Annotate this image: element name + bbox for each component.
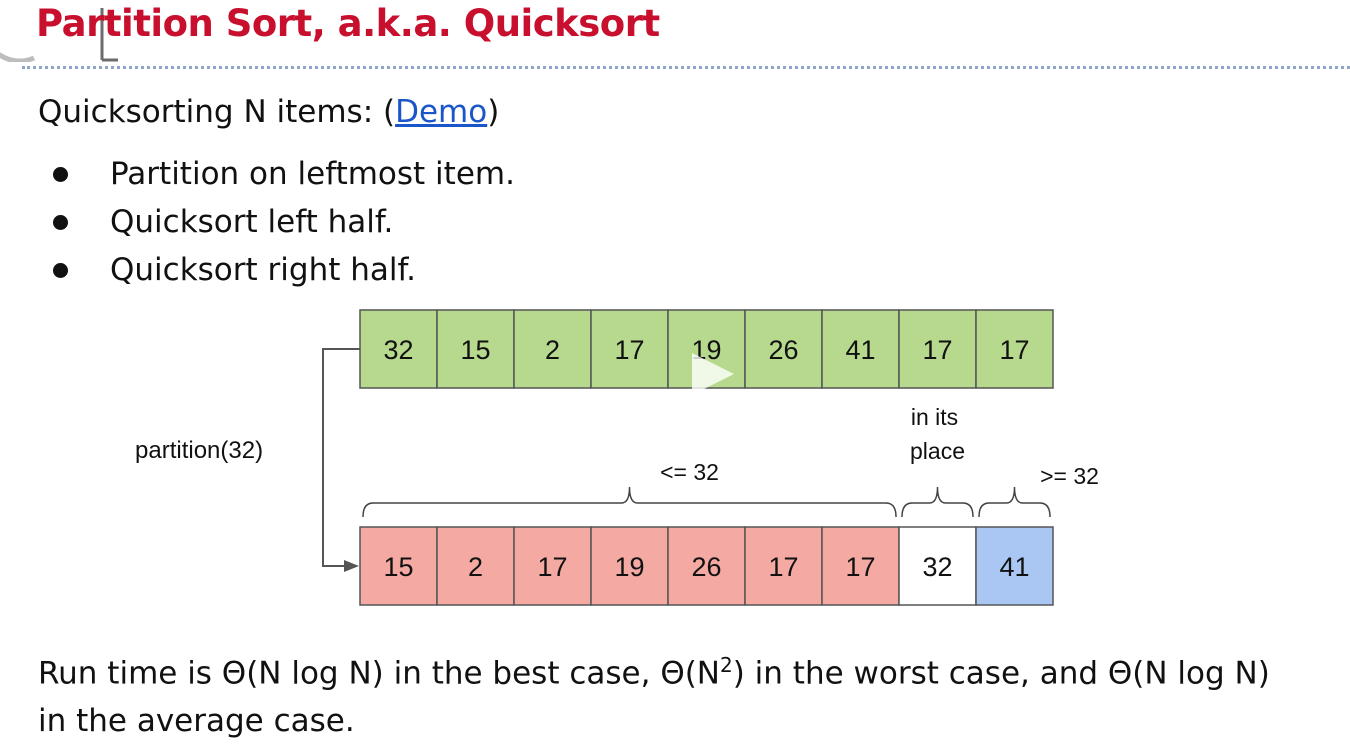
output-array-value: 26 [691,552,721,582]
lte-group-label: <= 32 [660,459,719,485]
output-array-cell [359,526,438,606]
input-array-cell [436,309,515,389]
input-array-value: 15 [460,335,490,365]
output-array-cell [667,526,746,606]
pivot-label-line1: in its [911,404,958,430]
input-array-value: 17 [614,335,644,365]
bullet-text: Quicksort left half. [110,204,394,240]
runtime-line2: in the average case. [38,703,355,740]
output-array-cell [513,526,592,606]
output-array-cell [590,526,669,606]
gte-group-brace [978,486,1051,518]
slide-title: Partition Sort, a.k.a. Quicksort [36,2,660,45]
bullet-dot-icon [53,215,68,230]
input-array-cell [513,309,592,389]
output-array-cell [821,526,900,606]
input-array-value: 41 [845,335,875,365]
input-array-cell [975,309,1054,389]
bullet-text: Quicksort right half. [110,252,416,288]
output-array-value: 2 [468,552,483,582]
pivot-group-brace [901,486,974,518]
output-array-value: 19 [614,552,644,582]
bullet-dot-icon [53,263,68,278]
runtime-line1-start: Run time is Θ(N log N) in the best case,… [38,655,720,692]
arrow-head-icon [344,560,359,572]
output-array-value: 15 [383,552,413,582]
output-array-cell [744,526,823,606]
video-play-icon [692,353,734,395]
intro-text: Quicksorting N items: ( [38,94,396,130]
runtime-exponent: 2 [720,653,733,677]
intro-suffix: ) [487,94,500,130]
demo-link[interactable]: Demo [395,94,488,130]
course-logo-icon [0,8,118,62]
output-array-value: 17 [768,552,798,582]
output-array-cell [436,526,515,606]
input-array-value: 17 [999,335,1029,365]
output-array-cell [975,526,1054,606]
output-array-value: 41 [999,552,1029,582]
bullet-text: Partition on leftmost item. [110,156,515,192]
lte-group-brace [362,486,897,518]
input-array-value: 2 [545,335,560,365]
output-array-value: 17 [537,552,567,582]
output-array-value: 17 [845,552,875,582]
input-array-cell [744,309,823,389]
input-array-value: 26 [768,335,798,365]
input-array-cell [821,309,900,389]
runtime-line1-end: ) in the worst case, and Θ(N log N) [732,655,1270,692]
intro-line: Quicksorting N items: (Demo) [38,94,499,130]
connector-line [322,348,360,567]
output-array-value: 32 [922,552,952,582]
input-array-value: 17 [922,335,952,365]
input-array-cell [590,309,669,389]
gte-group-label: >= 32 [1040,463,1099,489]
runtime-text: Run time is Θ(N log N) in the best case,… [38,641,1270,745]
pivot-label-line2: place [910,438,965,464]
partition-label: partition(32) [135,437,263,464]
title-divider [22,66,1350,69]
input-array-value: 32 [383,335,413,365]
bullet-dot-icon [53,167,68,182]
